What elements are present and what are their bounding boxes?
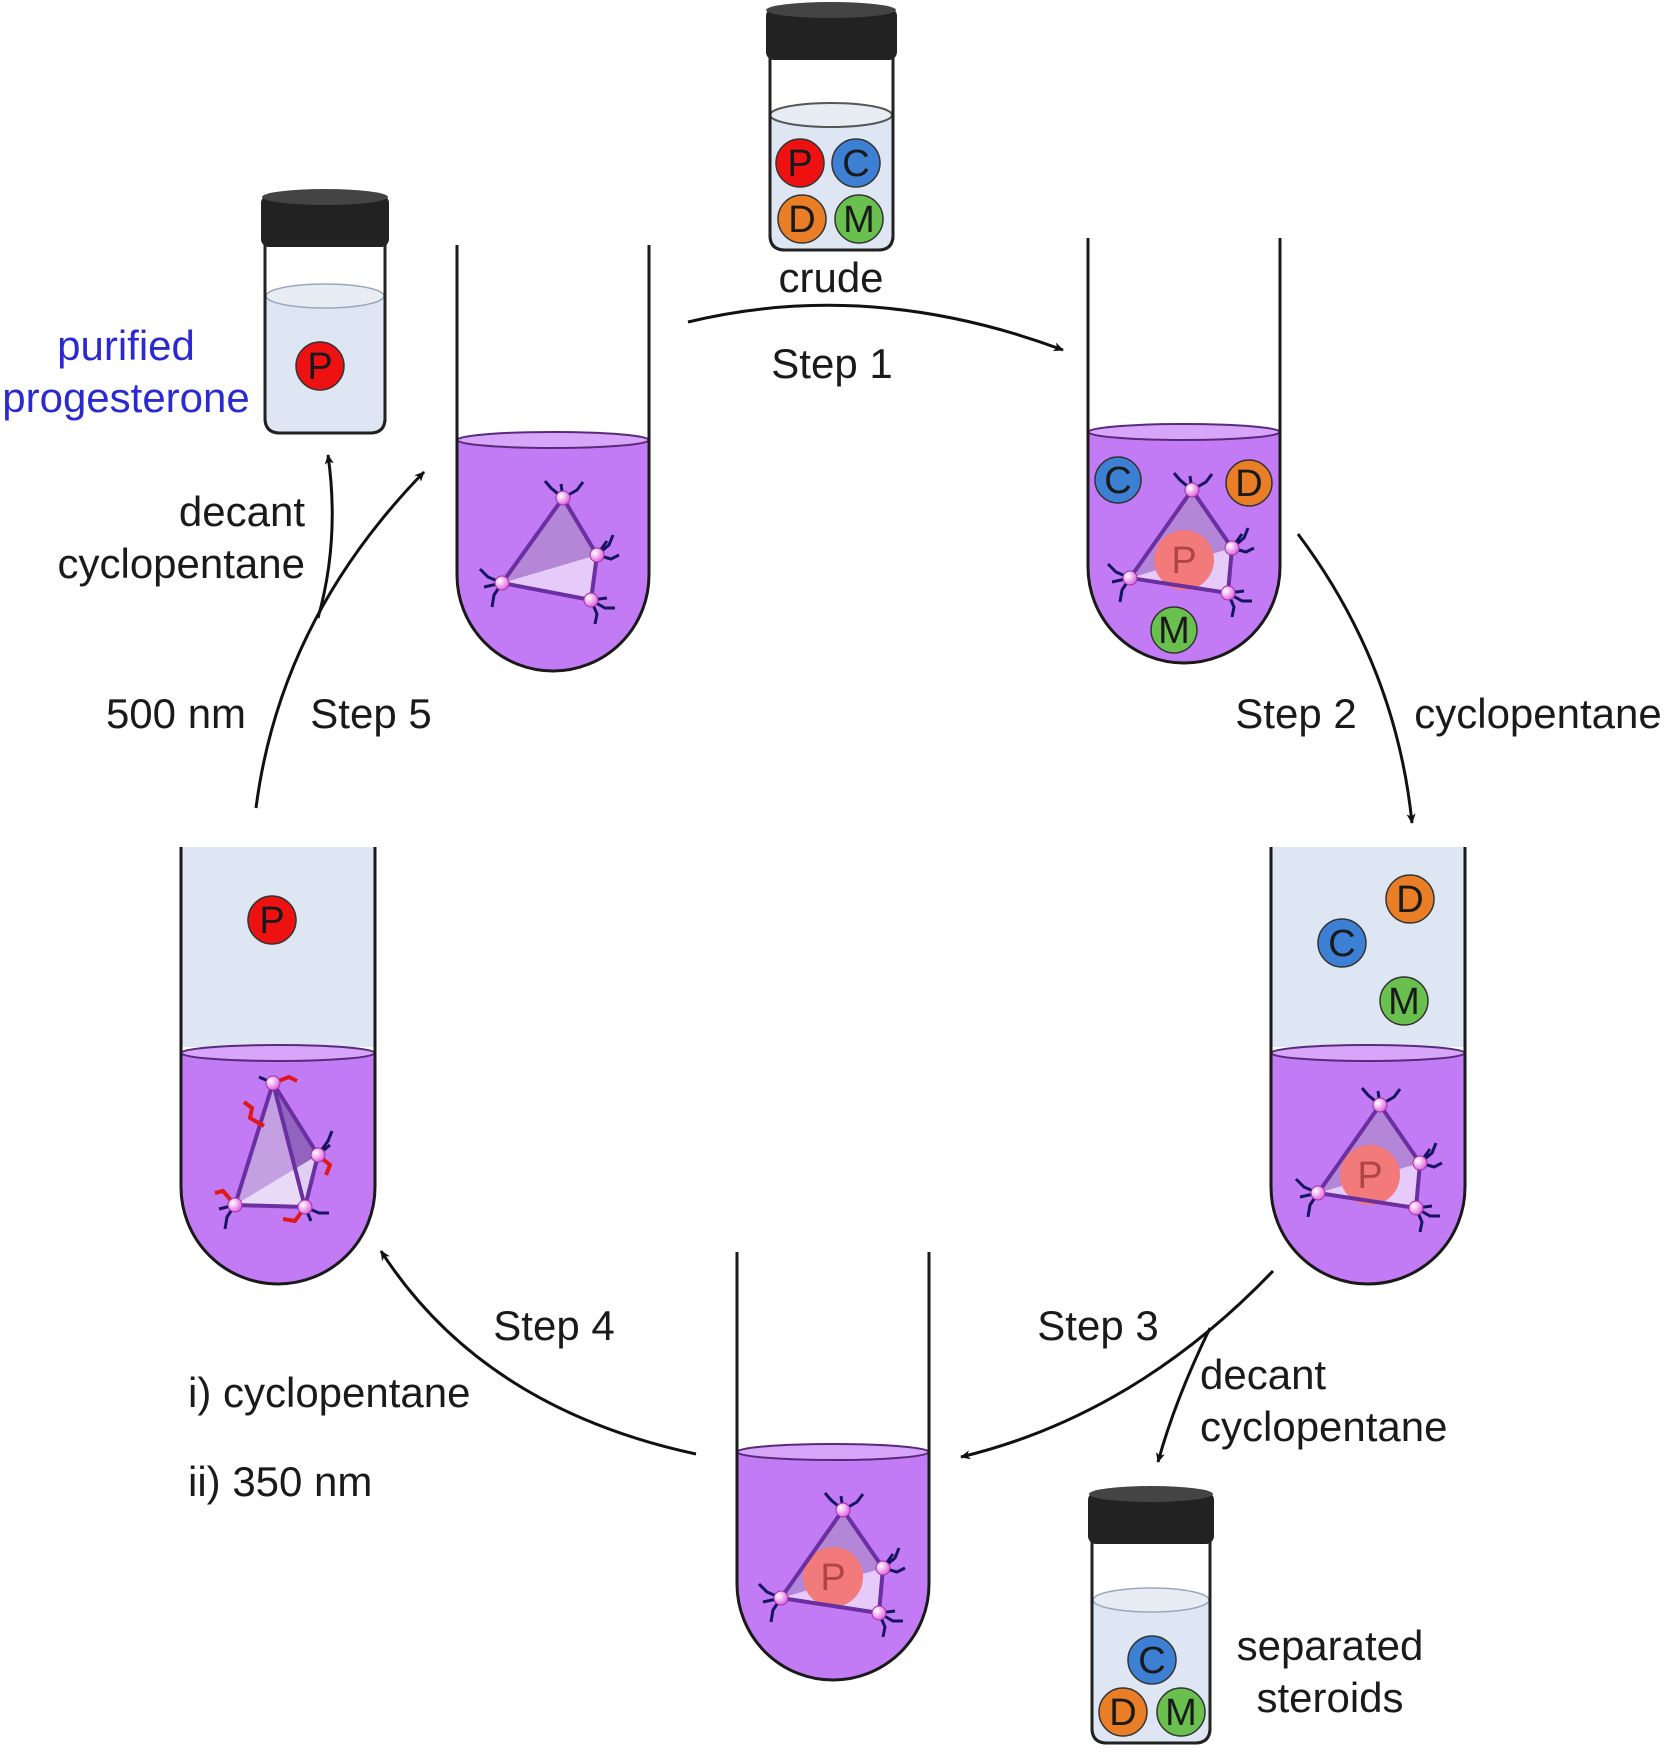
step1-arrow <box>687 303 1064 352</box>
diosgenin-ball <box>1225 459 1273 507</box>
decant-label-line2: cyclopentane <box>57 540 305 587</box>
methyltestosterone-ball <box>1150 606 1198 654</box>
arrows <box>254 303 1416 1463</box>
tetrahedral-cage <box>478 480 620 625</box>
diosgenin-ball <box>1385 874 1435 924</box>
encapsulated-progesterone <box>803 1547 863 1607</box>
ball-letter: D <box>1235 463 1262 505</box>
step5-condition: 500 nm <box>106 690 246 737</box>
purified-label-line2: progesterone <box>2 374 250 421</box>
progesterone-ball <box>247 895 297 945</box>
step5-arrow <box>254 470 426 809</box>
step4-condition-line1: i) cyclopentane <box>188 1369 471 1416</box>
step1-label: Step 1 <box>771 340 892 387</box>
separated-label-line2: steroids <box>1256 1674 1403 1721</box>
encapsulated-progesterone <box>1154 530 1214 590</box>
tube-empty-cage <box>455 245 651 673</box>
crude-vial: P C D M <box>766 2 897 252</box>
purified-label-line1: purified <box>57 322 195 369</box>
separated-label-line1: separated <box>1237 1622 1424 1669</box>
step2-condition: cyclopentane <box>1414 690 1662 737</box>
methyltestosterone-ball <box>1156 1687 1206 1737</box>
cortisone-ball <box>1127 1635 1177 1685</box>
cortisone-ball <box>831 138 881 188</box>
diosgenin-ball <box>777 194 827 244</box>
distorted-cage <box>214 1074 334 1230</box>
step4-condition-line2: ii) 350 nm <box>188 1458 372 1505</box>
vial-cap <box>261 195 389 247</box>
step2-arrow <box>1296 533 1416 824</box>
cortisone-ball <box>1094 456 1142 504</box>
vial-cap <box>1088 1492 1214 1544</box>
ball-letter: C <box>1138 1640 1165 1682</box>
tube-step3-decanted: P <box>735 1252 931 1682</box>
progesterone-ball <box>295 341 345 391</box>
step3-condition-line2: cyclopentane <box>1200 1403 1448 1450</box>
decant-label-line1: decant <box>179 488 305 535</box>
step3-label: Step 3 <box>1037 1302 1158 1349</box>
encapsulated-progesterone <box>1340 1145 1400 1205</box>
tube-step1-mixture: P C D M <box>1086 238 1282 665</box>
step3-decant-arrow <box>1156 1327 1212 1463</box>
ball-letter: P <box>259 900 284 942</box>
methyltestosterone-ball <box>1379 976 1429 1026</box>
step4-label: Step 4 <box>493 1302 614 1349</box>
ball-letter: D <box>1109 1692 1136 1734</box>
tetrahedral-cage: P <box>1294 1087 1443 1233</box>
step4-arrow <box>379 1250 697 1456</box>
ball-letter: M <box>1158 610 1190 652</box>
methyltestosterone-ball <box>834 194 884 244</box>
vial-cap <box>766 8 897 60</box>
ball-letter: P <box>1171 540 1196 582</box>
ball-letter: C <box>1104 460 1131 502</box>
ball-letter: C <box>842 143 869 185</box>
cortisone-ball <box>1317 918 1367 968</box>
step5-decant-arrow <box>316 454 334 619</box>
ball-letter: D <box>1396 879 1423 921</box>
ball-letter: D <box>788 199 815 241</box>
ball-letter: P <box>1357 1155 1382 1197</box>
progesterone-ball <box>775 138 825 188</box>
tetrahedral-cage: P <box>1106 472 1255 618</box>
step3-arrow <box>960 1269 1275 1460</box>
tetrahedral-cage: P <box>757 1492 906 1638</box>
diosgenin-ball <box>1098 1687 1148 1737</box>
ball-letter: P <box>307 346 332 388</box>
ball-letter: M <box>1165 1692 1197 1734</box>
ball-letter: C <box>1328 923 1355 965</box>
tube-step4-released: P <box>179 847 377 1286</box>
ball-letter: P <box>820 1557 845 1599</box>
ball-letter: M <box>1388 981 1420 1023</box>
crude-label: crude <box>778 254 883 301</box>
step3-condition-line1: decant <box>1200 1351 1326 1398</box>
tube-step2-biphasic: D C M P <box>1269 847 1467 1286</box>
ball-letter: M <box>843 199 875 241</box>
separated-vial: C D M <box>1088 1486 1214 1745</box>
ball-letter: P <box>787 143 812 185</box>
purified-vial: P <box>261 189 389 435</box>
step2-label: Step 2 <box>1235 690 1356 737</box>
step5-label: Step 5 <box>310 690 431 737</box>
